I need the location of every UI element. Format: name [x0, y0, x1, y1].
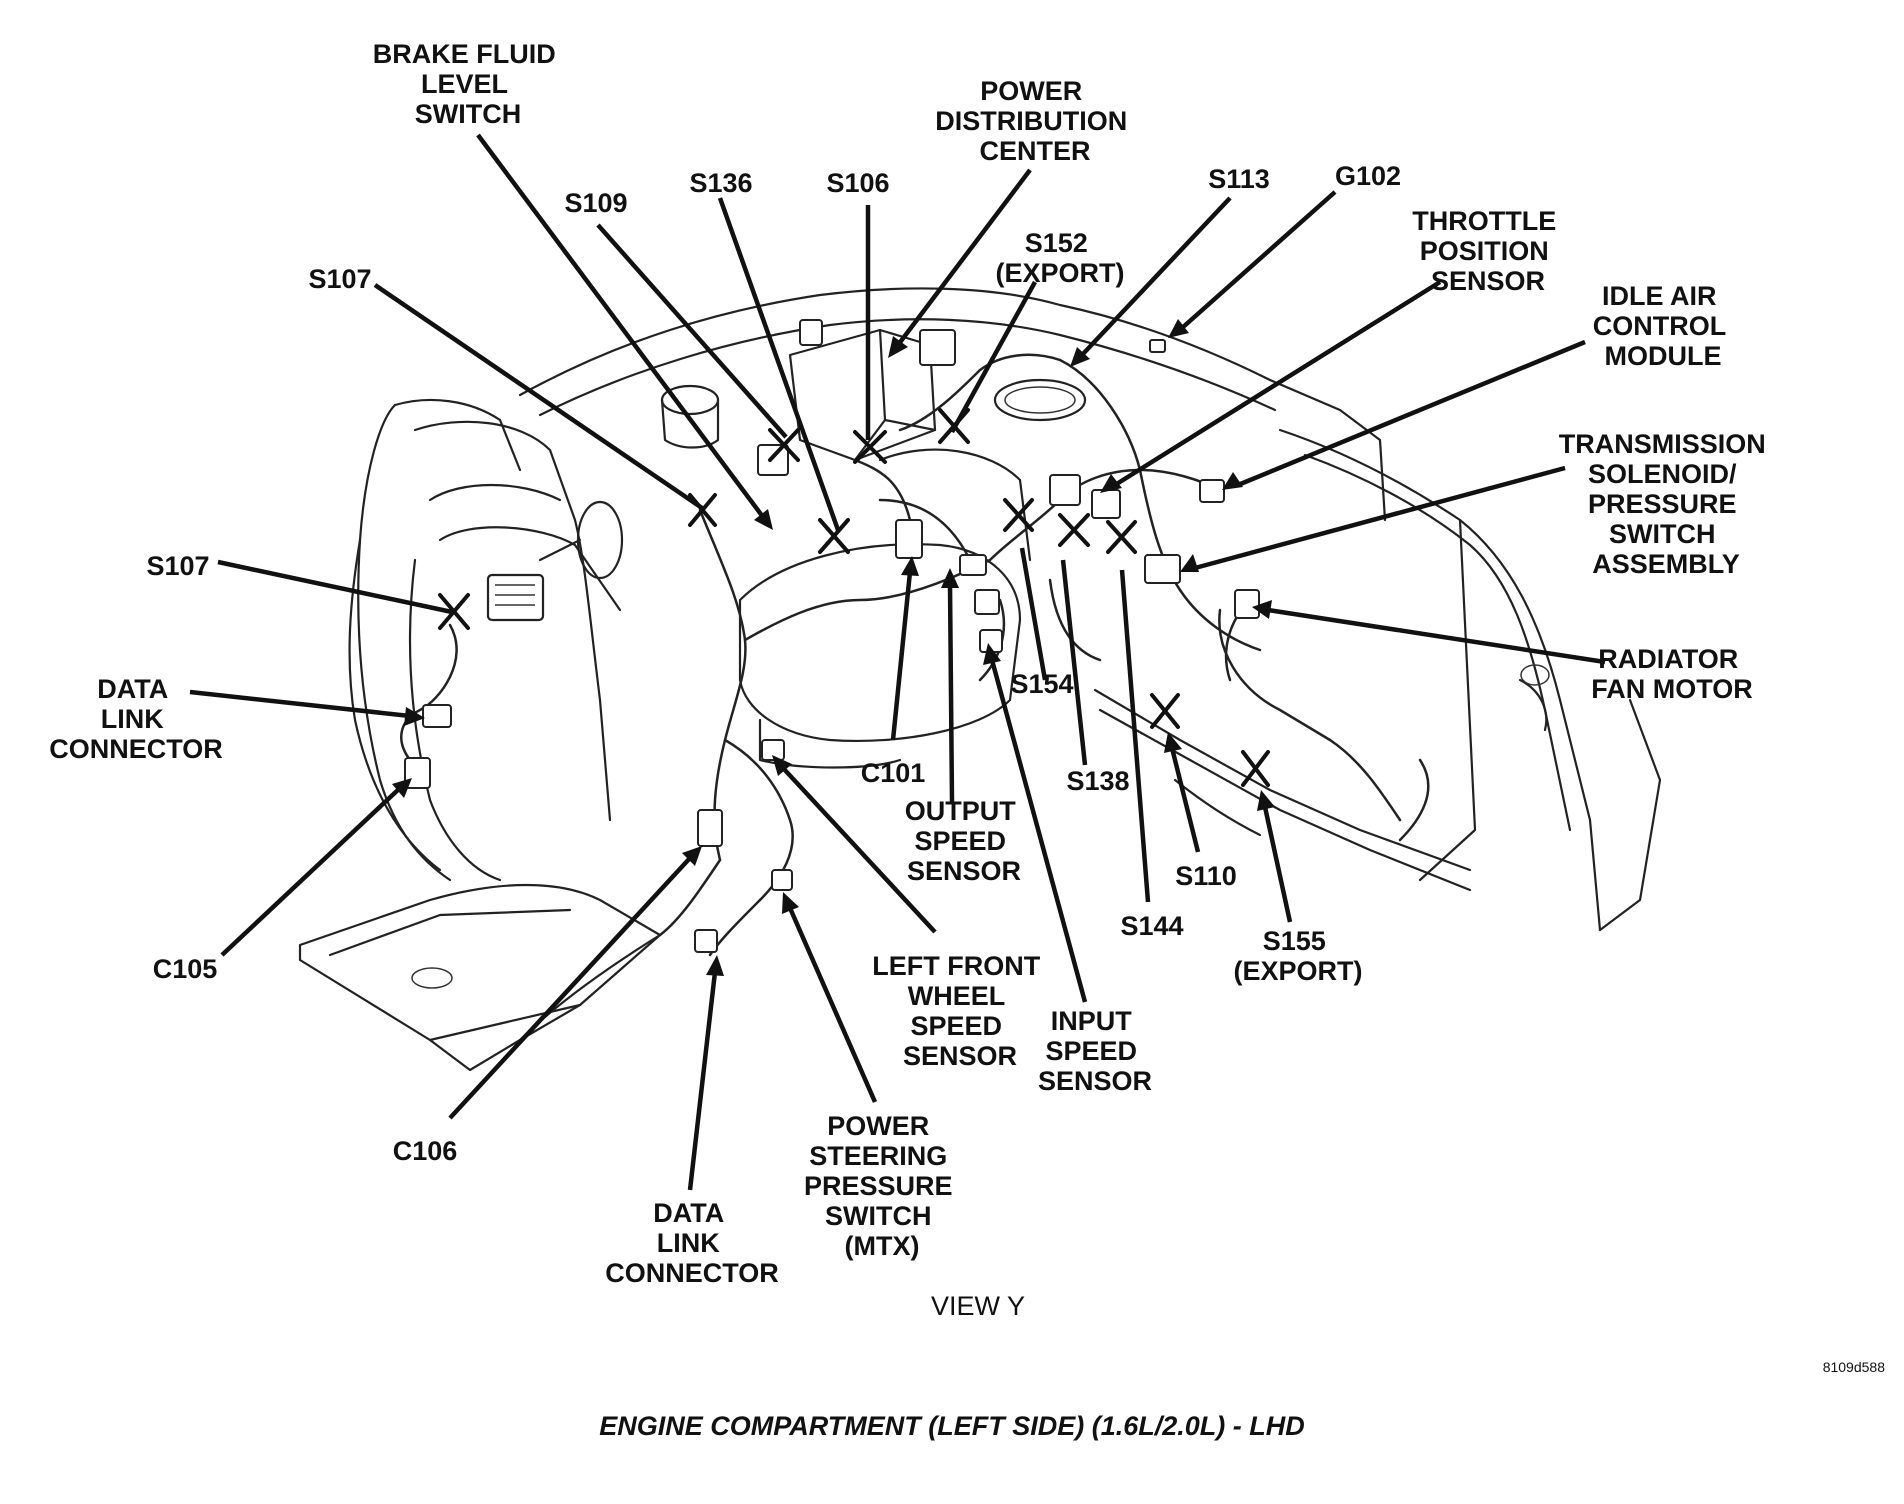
label-s109: S109	[564, 188, 627, 218]
label-left-front-wheel-speed-sensor: LEFT FRONT WHEEL SPEED SENSOR	[872, 951, 1048, 1071]
label-s155-export: S155 (EXPORT)	[1233, 926, 1362, 986]
label-s152-export: S152 (EXPORT)	[995, 228, 1124, 288]
label-s136: S136	[689, 168, 752, 198]
label-idle-air-control-module: IDLE AIR CONTROL MODULE	[1593, 281, 1734, 371]
component-labels: BRAKE FLUID LEVEL SWITCH POWER DISTRIBUT…	[49, 39, 1885, 1441]
view-label: VIEW Y	[931, 1291, 1025, 1321]
leader-lines	[189, 133, 1606, 1191]
label-throttle-position-sensor: THROTTLE POSITION SENSOR	[1412, 206, 1564, 296]
label-c105: C105	[153, 954, 218, 984]
label-radiator-fan-motor: RADIATOR FAN MOTOR	[1591, 644, 1753, 704]
label-power-distribution-center: POWER DISTRIBUTION CENTER	[935, 76, 1135, 166]
label-brake-fluid-level-switch: BRAKE FLUID LEVEL SWITCH	[373, 39, 564, 129]
connector-drawings	[404, 319, 1260, 953]
label-s154: S154	[1010, 669, 1073, 699]
label-g102: G102	[1335, 161, 1401, 191]
label-c101: C101	[861, 758, 926, 788]
label-s110: S110	[1175, 861, 1237, 891]
label-transmission-solenoid-pressure-switch-assembly: TRANSMISSION SOLENOID/ PRESSURE SWITCH A…	[1559, 429, 1774, 579]
splice-markers	[438, 408, 1270, 787]
label-s144: S144	[1120, 911, 1183, 941]
figure-reference-code: 8109d588	[1823, 1359, 1886, 1375]
label-data-link-connector-left: DATA LINK CONNECTOR	[49, 674, 223, 764]
label-output-speed-sensor: OUTPUT SPEED SENSOR	[905, 796, 1024, 886]
label-power-steering-pressure-switch: POWER STEERING PRESSURE SWITCH (MTX)	[804, 1111, 960, 1261]
diagram-caption: ENGINE COMPARTMENT (LEFT SIDE) (1.6L/2.0…	[599, 1411, 1305, 1441]
label-s107-top: S107	[308, 264, 371, 294]
label-s113: S113	[1208, 164, 1270, 194]
label-s138: S138	[1066, 766, 1129, 796]
label-data-link-connector-bottom: DATA LINK CONNECTOR	[605, 1198, 779, 1288]
vehicle-structure-drawing	[298, 287, 1662, 1072]
label-input-speed-sensor: INPUT SPEED SENSOR	[1038, 1006, 1152, 1096]
label-s107-left: S107	[146, 551, 209, 581]
label-c106: C106	[393, 1136, 458, 1166]
label-s106: S106	[826, 168, 889, 198]
